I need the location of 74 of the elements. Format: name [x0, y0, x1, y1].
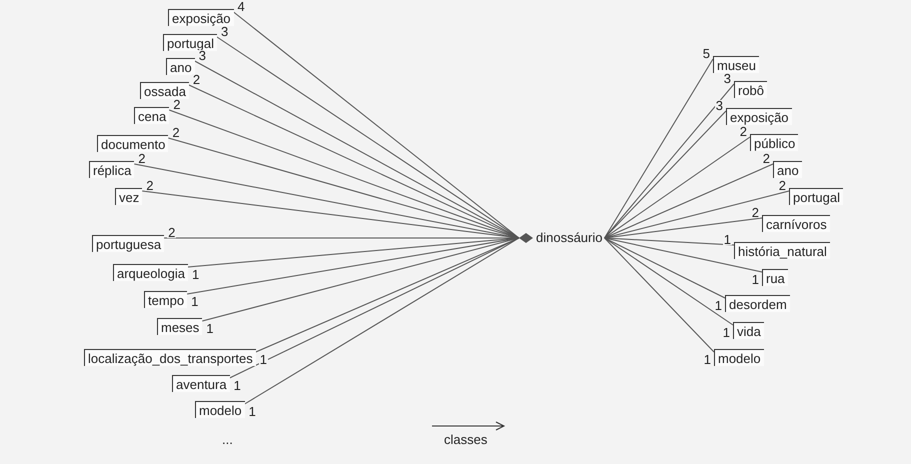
- count-label: 3: [198, 50, 207, 61]
- word-label: história_natural: [734, 242, 830, 259]
- count-label: 1: [714, 300, 723, 311]
- count-label: 1: [722, 327, 731, 338]
- connector-line: [229, 238, 520, 378]
- count-label: 3: [220, 26, 230, 37]
- word-label: desordem: [725, 295, 790, 312]
- count-label: 3: [722, 73, 732, 84]
- count-label: 2: [145, 180, 154, 191]
- word-label: aventura: [172, 375, 230, 392]
- count-label: 1: [750, 274, 760, 285]
- count-label: 2: [171, 127, 181, 138]
- word-label: documento: [97, 135, 168, 152]
- word-label: ossada: [140, 82, 189, 99]
- connector-line: [604, 238, 726, 298]
- count-label: 3: [714, 100, 724, 111]
- connector-line: [604, 238, 734, 246]
- word-label: exposição: [726, 108, 792, 125]
- ellipsis-label: ...: [222, 432, 233, 447]
- count-label: 1: [205, 323, 215, 334]
- count-label: 1: [190, 296, 200, 307]
- word-label: meses: [157, 318, 202, 335]
- count-label: 1: [232, 380, 242, 391]
- word-label: público: [750, 134, 798, 151]
- connector-line: [604, 136, 750, 238]
- word-label: robô: [734, 81, 768, 98]
- word-label: portugal: [163, 34, 217, 51]
- connector-line: [244, 238, 520, 404]
- count-label: 1: [190, 269, 200, 280]
- word-label: réplica: [89, 161, 134, 178]
- connector-line: [604, 110, 726, 238]
- count-label: 2: [778, 180, 787, 191]
- connector-line: [604, 238, 734, 326]
- word-label: modelo: [195, 401, 245, 418]
- word-label: museu: [713, 56, 760, 73]
- count-label: 2: [172, 99, 182, 110]
- word-label: carnívoros: [762, 215, 830, 232]
- word-label: ano: [773, 161, 802, 178]
- word-label: portuguesa: [92, 235, 164, 252]
- count-label: 1: [248, 406, 257, 417]
- count-label: 5: [702, 48, 711, 59]
- word-label: arqueologia: [113, 264, 188, 281]
- connector-line: [604, 190, 790, 238]
- count-label: 2: [137, 153, 147, 164]
- connector-line: [216, 36, 520, 238]
- word-label: vida: [733, 322, 764, 339]
- word-label: exposição: [168, 9, 234, 26]
- axis-label: classes: [444, 432, 488, 447]
- connector-line: [604, 84, 734, 238]
- word-label: cena: [134, 107, 170, 124]
- count-label: 1: [702, 354, 712, 365]
- word-label: rua: [762, 269, 788, 286]
- count-label: 4: [236, 1, 246, 12]
- connector-line: [604, 218, 762, 238]
- connector-line: [604, 238, 762, 272]
- count-label: 2: [750, 207, 760, 218]
- word-label: vez: [115, 188, 142, 205]
- count-label: 2: [192, 74, 202, 85]
- connector-line: [255, 238, 520, 352]
- word-label: tempo: [144, 291, 188, 308]
- connector-line: [604, 238, 714, 352]
- count-label: 1: [722, 234, 732, 245]
- connector-line: [233, 12, 520, 238]
- word-label: portugal: [789, 188, 843, 205]
- count-label: 2: [738, 126, 748, 137]
- connector-line: [604, 164, 774, 238]
- count-label: 1: [258, 354, 268, 365]
- word-label: modelo: [714, 349, 764, 366]
- word-label: ano: [166, 58, 195, 75]
- connector-line: [604, 58, 714, 238]
- count-label: 2: [762, 153, 771, 164]
- word-label: localização_dos_transportes: [84, 349, 256, 366]
- node-label: dinossáurio: [536, 230, 602, 246]
- count-label: 2: [167, 227, 176, 238]
